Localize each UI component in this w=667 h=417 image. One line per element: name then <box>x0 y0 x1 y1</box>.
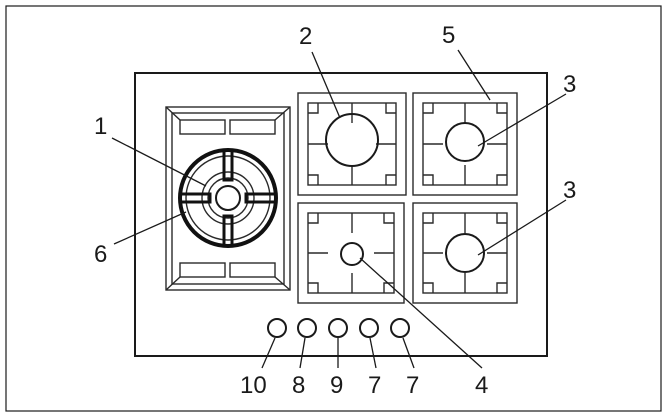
leader-6 <box>113 211 187 245</box>
callout-2: 2 <box>299 23 312 50</box>
callout-1: 1 <box>94 113 107 140</box>
knob-7b <box>390 318 410 338</box>
leader-8 <box>299 337 306 369</box>
burner-auxiliary <box>340 242 364 266</box>
burner-grate-bottom-middle <box>297 202 405 304</box>
control-knobs <box>267 318 410 338</box>
callout-10: 10 <box>240 372 267 399</box>
wok-burner <box>178 148 278 248</box>
leader-lines <box>111 49 567 369</box>
hob-top <box>134 72 548 357</box>
leader-1 <box>111 137 207 187</box>
knob-10 <box>267 318 287 338</box>
burner-large <box>325 113 379 167</box>
leader-3a <box>477 93 567 147</box>
figure-frame <box>5 5 662 412</box>
leader-10 <box>261 337 276 369</box>
leader-7b <box>402 337 415 369</box>
callout-4: 4 <box>475 372 488 399</box>
leader-2 <box>311 51 341 119</box>
wok-burner-grate <box>165 106 291 291</box>
callout-7a: 7 <box>368 372 381 399</box>
callout-9: 9 <box>330 372 343 399</box>
burner-grate-top-right <box>412 92 518 196</box>
burner-grate-bottom-right <box>412 202 518 304</box>
leader-7a <box>369 337 377 369</box>
callout-6: 6 <box>94 241 107 268</box>
burner-medium-bottom-right <box>445 233 485 273</box>
knob-7a <box>359 318 379 338</box>
leader-3b <box>477 199 567 256</box>
leader-5 <box>457 49 491 101</box>
knob-9 <box>328 318 348 338</box>
leader-4 <box>359 257 483 369</box>
callout-5: 5 <box>442 22 455 49</box>
callout-7b: 7 <box>406 372 419 399</box>
callout-3b: 3 <box>563 177 576 204</box>
knob-8 <box>297 318 317 338</box>
callout-3a: 3 <box>563 71 576 98</box>
callout-8: 8 <box>292 372 305 399</box>
